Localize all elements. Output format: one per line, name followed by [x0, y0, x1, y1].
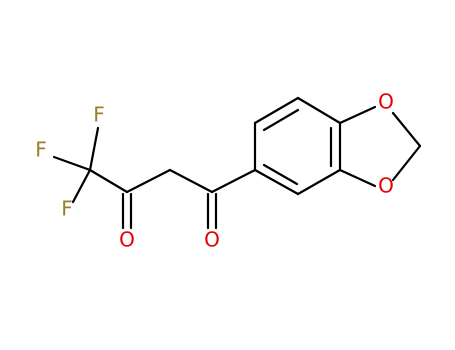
ring-bond-5 — [296, 168, 342, 196]
ring-double-bond-bottom — [262, 163, 299, 186]
ring-bond-2 — [253, 96, 300, 125]
dioxole-bond-bottom-ch2 — [391, 144, 422, 182]
bond-methylene-carbonyl-right — [168, 168, 214, 194]
dioxole-bond-top-o — [338, 105, 377, 125]
bond-cf3-f-bottom — [71, 168, 92, 204]
ring-bond-6 — [253, 168, 300, 196]
atom-f-top: F — [93, 103, 105, 127]
bond-carbonyl-left-methylene — [125, 168, 172, 194]
bond-cf3-carbonyl-left — [88, 168, 129, 194]
bond-cf3-f-top — [88, 126, 100, 172]
bond-carbonyl-right-ring — [210, 168, 257, 194]
atom-o-ketone-right: O — [204, 228, 220, 252]
atom-o-ring-bottom: O — [378, 174, 394, 198]
ring-double-bond-left — [262, 108, 300, 132]
bonds — [52, 96, 422, 230]
atom-o-ketone-left: O — [119, 228, 135, 252]
dioxole-bond-top-ch2 — [391, 111, 422, 148]
atom-f-bottom: F — [61, 197, 73, 221]
bond-cf3-f-left — [52, 155, 92, 172]
atom-o-ring-top: O — [378, 90, 394, 114]
atom-labels: F F F O O O O — [35, 90, 394, 252]
dioxole-bond-bottom-o — [338, 168, 377, 188]
ring-bond-3 — [296, 96, 342, 125]
atom-f-left: F — [35, 138, 47, 162]
